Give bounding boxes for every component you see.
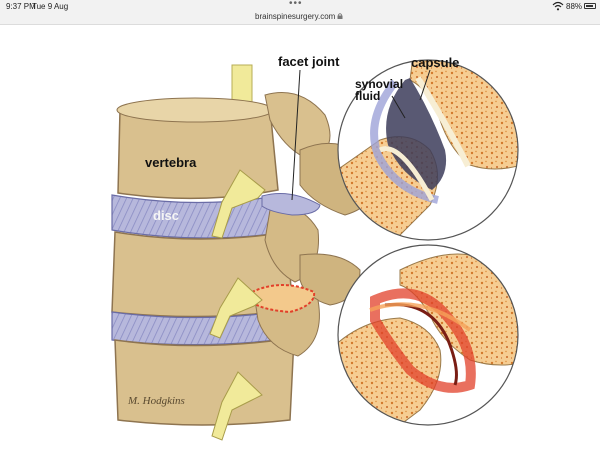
address-bar[interactable]: brainspinesurgery.com bbox=[0, 12, 600, 25]
label-synovial-line2: fluid bbox=[355, 89, 381, 103]
status-date: Tue 9 Aug bbox=[32, 2, 69, 11]
closeup-healthy-frame bbox=[337, 59, 519, 241]
wifi-icon bbox=[552, 1, 564, 11]
label-vertebra: vertebra bbox=[145, 155, 197, 170]
closeup-inflamed bbox=[338, 245, 518, 425]
url-text[interactable]: brainspinesurgery.com bbox=[255, 12, 336, 21]
label-capsule: capsule bbox=[411, 55, 460, 70]
label-synovial-line1: synovial bbox=[355, 77, 404, 91]
status-bar: 9:37 PM Tue 9 Aug ••• 88% bbox=[0, 0, 600, 14]
battery-percent: 88% bbox=[566, 2, 583, 11]
status-time: 9:37 PM bbox=[6, 2, 36, 11]
facet-joint-inflamed bbox=[251, 284, 316, 314]
vertebra-bottom bbox=[114, 290, 320, 426]
lock-icon bbox=[337, 13, 343, 19]
tab-dots-icon[interactable]: ••• bbox=[289, 0, 303, 9]
capsule-pointer bbox=[419, 69, 431, 101]
label-disc: disc bbox=[153, 208, 180, 223]
label-facet-joint: facet joint bbox=[278, 54, 340, 69]
closeup-healthy bbox=[338, 60, 518, 240]
artist-signature: M. Hodgkins bbox=[127, 395, 185, 407]
synovial-pointer bbox=[391, 95, 406, 119]
spine-facet-joint-illustration: M. Hodgkins bbox=[111, 59, 519, 441]
battery-icon bbox=[584, 3, 596, 9]
closeup-inflamed-frame bbox=[337, 244, 519, 426]
facet-joint-pointer bbox=[291, 69, 301, 201]
nerve-roots bbox=[209, 169, 266, 441]
disc-upper bbox=[111, 194, 287, 239]
facet-joint-healthy bbox=[261, 193, 321, 216]
label-synovial-fluid: synovial fluid bbox=[355, 78, 403, 102]
